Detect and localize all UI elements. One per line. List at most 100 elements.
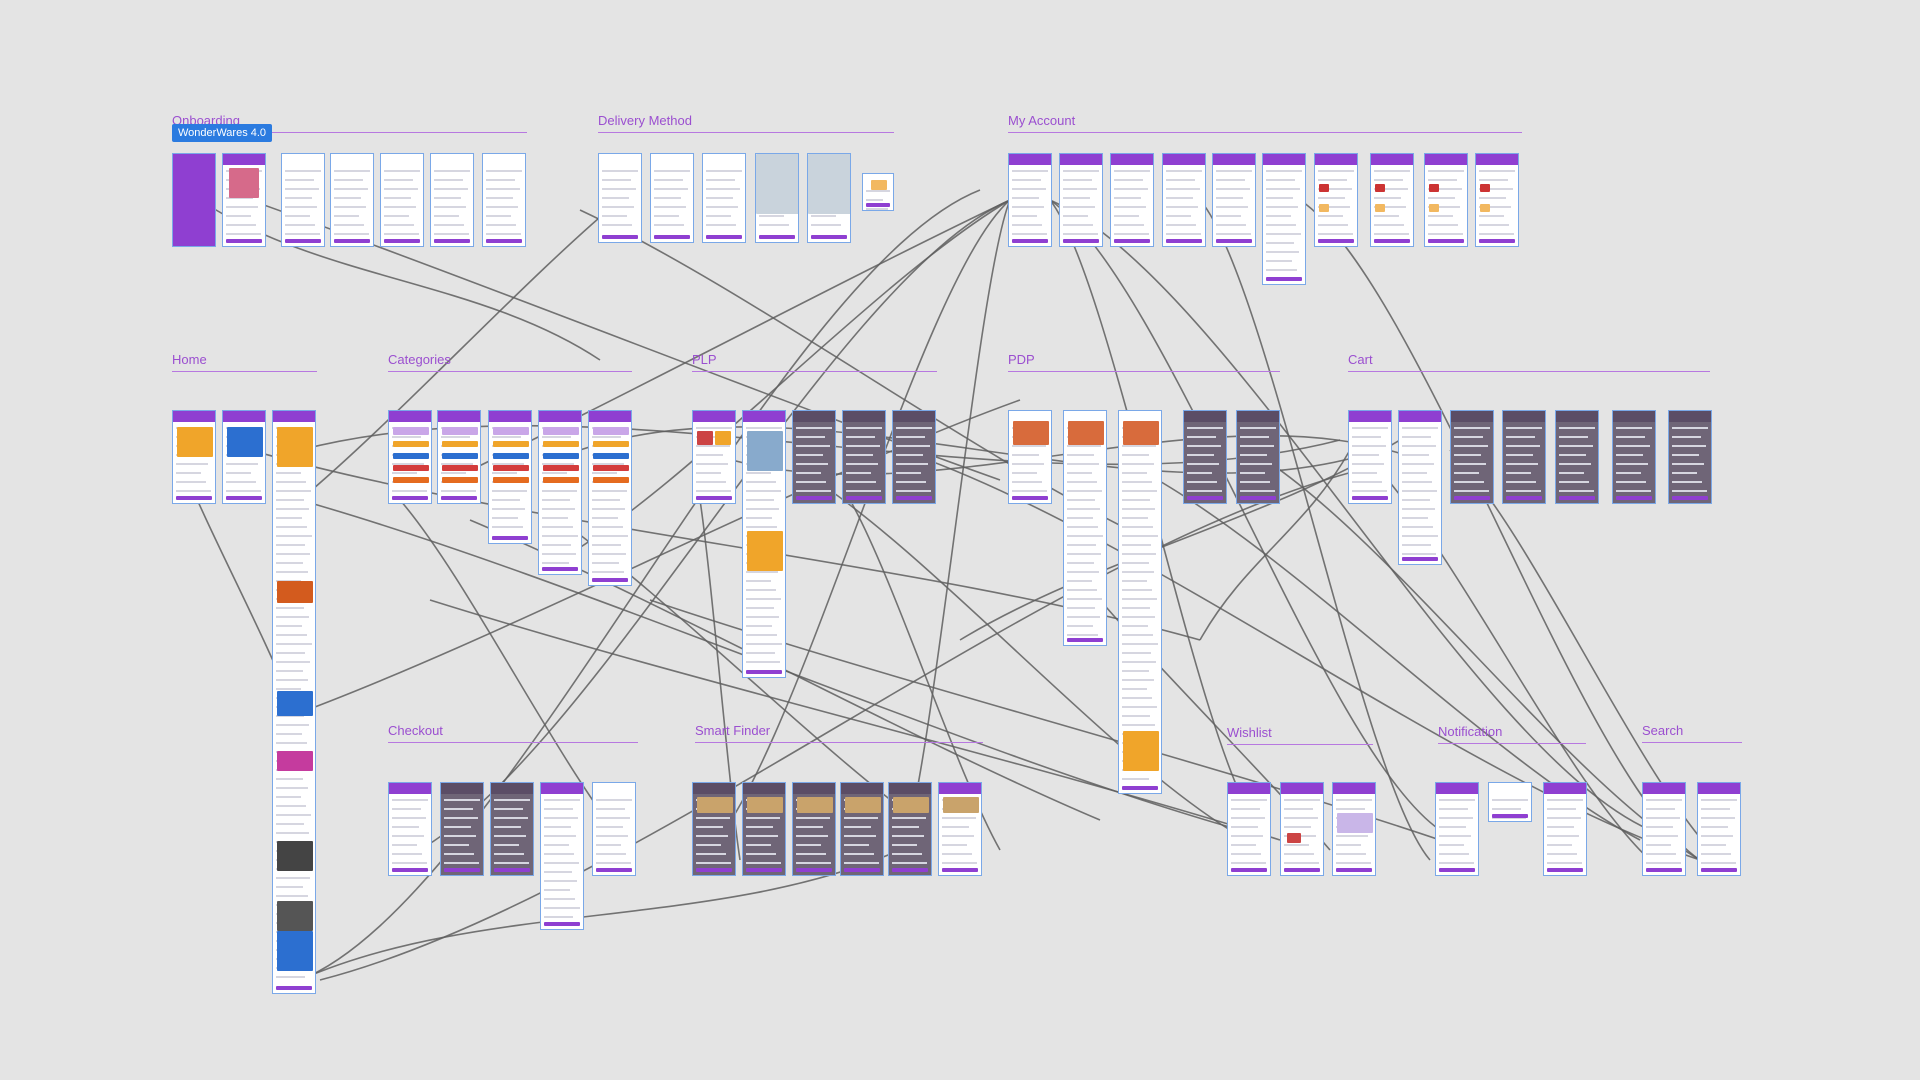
screen-frame[interactable] <box>1435 782 1479 876</box>
screen-frame[interactable] <box>588 410 632 586</box>
image-tile <box>756 154 798 214</box>
screen-frame[interactable] <box>490 782 534 876</box>
screen-frame[interactable] <box>1110 153 1154 247</box>
screen-frame[interactable] <box>440 782 484 876</box>
screen-frame[interactable] <box>702 153 746 243</box>
screen-frame[interactable] <box>1227 782 1271 876</box>
image-tile <box>277 931 313 971</box>
screen-frame[interactable] <box>1236 410 1280 504</box>
image-tile <box>277 581 313 603</box>
image-tile <box>393 427 429 435</box>
screen-frame[interactable] <box>172 410 216 504</box>
image-tile <box>1123 731 1159 771</box>
screen-frame[interactable] <box>1059 153 1103 247</box>
screen-frame[interactable] <box>742 782 786 876</box>
connection-wire <box>1049 199 1651 831</box>
screen-frame[interactable] <box>1008 153 1052 247</box>
screen-frame[interactable] <box>1008 410 1052 504</box>
image-tile <box>593 465 629 471</box>
image-tile <box>442 427 478 435</box>
screen-frame[interactable] <box>1502 410 1546 504</box>
image-tile <box>1287 833 1301 843</box>
screen-frame[interactable] <box>892 410 936 504</box>
screen-frame[interactable] <box>1262 153 1306 285</box>
image-tile <box>747 797 783 813</box>
screen-frame[interactable] <box>222 153 266 247</box>
image-tile <box>1337 813 1373 833</box>
screen-frame[interactable] <box>172 153 216 247</box>
section-title: PDP <box>1008 352 1035 367</box>
section-title: Notification <box>1438 724 1503 739</box>
screen-frame[interactable] <box>692 782 736 876</box>
screen-frame[interactable] <box>1543 782 1587 876</box>
screen-frame[interactable] <box>222 410 266 504</box>
screen-frame[interactable] <box>1424 153 1468 247</box>
screen-frame[interactable] <box>388 410 432 504</box>
image-tile <box>393 441 429 447</box>
screen-frame[interactable] <box>650 153 694 243</box>
connection-wire <box>1249 449 1701 861</box>
screen-frame[interactable] <box>388 782 432 876</box>
screen-frame[interactable] <box>380 153 424 247</box>
connection-wire <box>319 469 1361 981</box>
screen-frame[interactable] <box>482 153 526 247</box>
connection-wire <box>1199 199 1431 861</box>
screen-frame[interactable] <box>540 782 584 930</box>
section-title: Checkout <box>388 723 443 738</box>
screen-frame[interactable] <box>330 153 374 247</box>
screen-frame[interactable] <box>862 173 894 211</box>
screen-frame[interactable] <box>1475 153 1519 247</box>
screen-frame[interactable] <box>1183 410 1227 504</box>
connection-wire <box>799 469 1231 831</box>
image-tile <box>543 453 579 459</box>
screen-frame[interactable] <box>437 410 481 504</box>
screen-frame[interactable] <box>1162 153 1206 247</box>
image-tile <box>543 441 579 447</box>
section-title: Categories <box>388 352 451 367</box>
screen-frame[interactable] <box>1118 410 1162 794</box>
screen-frame[interactable] <box>1280 782 1324 876</box>
image-tile <box>871 180 887 190</box>
screen-frame[interactable] <box>1332 782 1376 876</box>
image-tile <box>1480 184 1490 192</box>
screen-frame[interactable] <box>1697 782 1741 876</box>
screen-frame[interactable] <box>592 782 636 876</box>
screen-frame[interactable] <box>1488 782 1532 822</box>
screen-frame[interactable] <box>272 410 316 994</box>
screen-frame[interactable] <box>1370 153 1414 247</box>
image-tile <box>277 841 313 871</box>
screen-frame[interactable] <box>1063 410 1107 646</box>
screen-frame[interactable] <box>792 410 836 504</box>
screen-frame[interactable] <box>792 782 836 876</box>
connection-wire <box>1299 199 1701 861</box>
screen-frame[interactable] <box>807 153 851 243</box>
screen-frame[interactable] <box>1212 153 1256 247</box>
screen-frame[interactable] <box>598 153 642 243</box>
screen-frame[interactable] <box>755 153 799 243</box>
screen-frame[interactable] <box>1668 410 1712 504</box>
screen-frame[interactable] <box>488 410 532 544</box>
screen-frame[interactable] <box>888 782 932 876</box>
screen-frame[interactable] <box>742 410 786 678</box>
image-tile <box>845 797 881 813</box>
screen-frame[interactable] <box>281 153 325 247</box>
screen-frame[interactable] <box>1555 410 1599 504</box>
screen-frame[interactable] <box>1612 410 1656 504</box>
screen-frame[interactable] <box>1348 410 1392 504</box>
image-tile <box>543 477 579 483</box>
screen-frame[interactable] <box>1314 153 1358 247</box>
screen-frame[interactable] <box>938 782 982 876</box>
screen-frame[interactable] <box>1398 410 1442 565</box>
screen-frame[interactable] <box>538 410 582 575</box>
image-tile <box>493 427 529 435</box>
image-tile <box>1480 204 1490 212</box>
screen-frame[interactable] <box>1450 410 1494 504</box>
screen-frame[interactable] <box>692 410 736 504</box>
screen-frame[interactable] <box>842 410 886 504</box>
screen-frame[interactable] <box>1642 782 1686 876</box>
prototype-start-badge[interactable]: WonderWares 4.0 <box>172 124 273 142</box>
screen-frame[interactable] <box>430 153 474 247</box>
connection-wire <box>1199 449 1351 641</box>
screen-frame[interactable] <box>840 782 884 876</box>
